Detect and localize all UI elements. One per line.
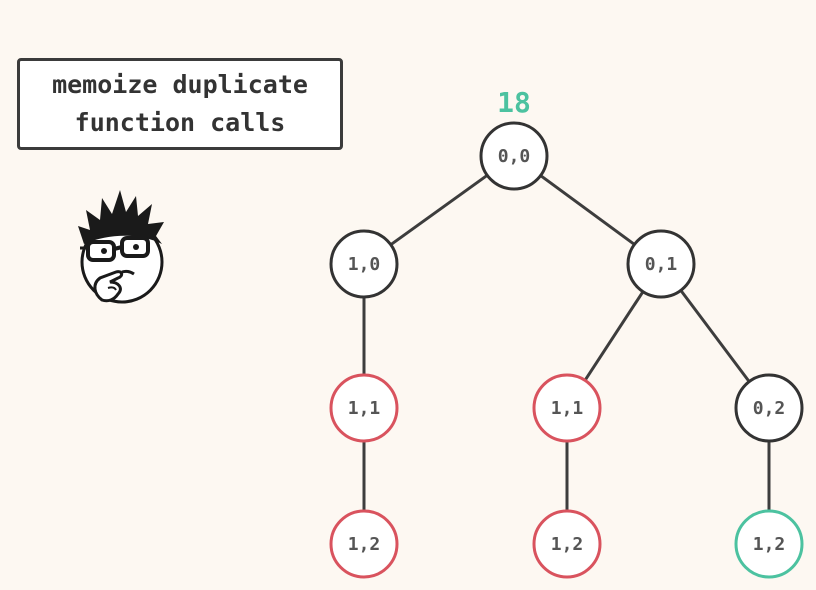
- tree-node-circle: [532, 509, 602, 579]
- tree-node-duplicate: 1,1: [532, 373, 602, 443]
- tree-node-circle: [626, 229, 696, 299]
- tree-node-circle: [479, 121, 549, 191]
- tree-node-label: 0,0: [498, 146, 531, 167]
- tree-nodes: 0,0 1,0 0,1 1,1 1,1 0,2 1,2 1,2 1,2: [329, 121, 804, 579]
- tree-node-normal: 0,0: [479, 121, 549, 191]
- tree-node-duplicate: 1,2: [532, 509, 602, 579]
- tree-node-label: 0,1: [645, 254, 678, 275]
- tree-edges: [362, 174, 771, 511]
- tree-node-normal: 1,0: [329, 229, 399, 299]
- tree-node-label: 1,1: [551, 398, 584, 419]
- tree-edge: [389, 174, 489, 246]
- tree-node-normal: 0,2: [734, 373, 804, 443]
- tree-node-label: 1,2: [348, 534, 381, 555]
- tree-node-label: 1,0: [348, 254, 381, 275]
- tree-node-duplicate: 1,2: [329, 509, 399, 579]
- tree-node-circle: [329, 509, 399, 579]
- tree-node-circle: [329, 373, 399, 443]
- tree-node-label: 1,1: [348, 398, 381, 419]
- tree-node-memo: 1,2: [734, 509, 804, 579]
- tree-node-circle: [329, 229, 399, 299]
- tree-node-normal: 0,1: [626, 229, 696, 299]
- tree-node-circle: [734, 373, 804, 443]
- speech-bubble-line-2: function calls: [74, 108, 286, 137]
- tree-node-circle: [532, 373, 602, 443]
- thinking-face-icon: [78, 190, 164, 304]
- tree-edge: [583, 290, 645, 382]
- tree-edge: [679, 289, 751, 383]
- tree-edge: [539, 174, 636, 246]
- speech-bubble-line-1: memoize duplicate: [52, 70, 308, 99]
- tree-node-circle: [734, 509, 804, 579]
- result-value: 18: [497, 86, 531, 119]
- tree-node-label: 1,2: [753, 534, 786, 555]
- tree-node-duplicate: 1,1: [329, 373, 399, 443]
- speech-bubble: memoize duplicate function calls: [17, 58, 343, 150]
- tree-node-label: 1,2: [551, 534, 584, 555]
- tree-node-label: 0,2: [753, 398, 786, 419]
